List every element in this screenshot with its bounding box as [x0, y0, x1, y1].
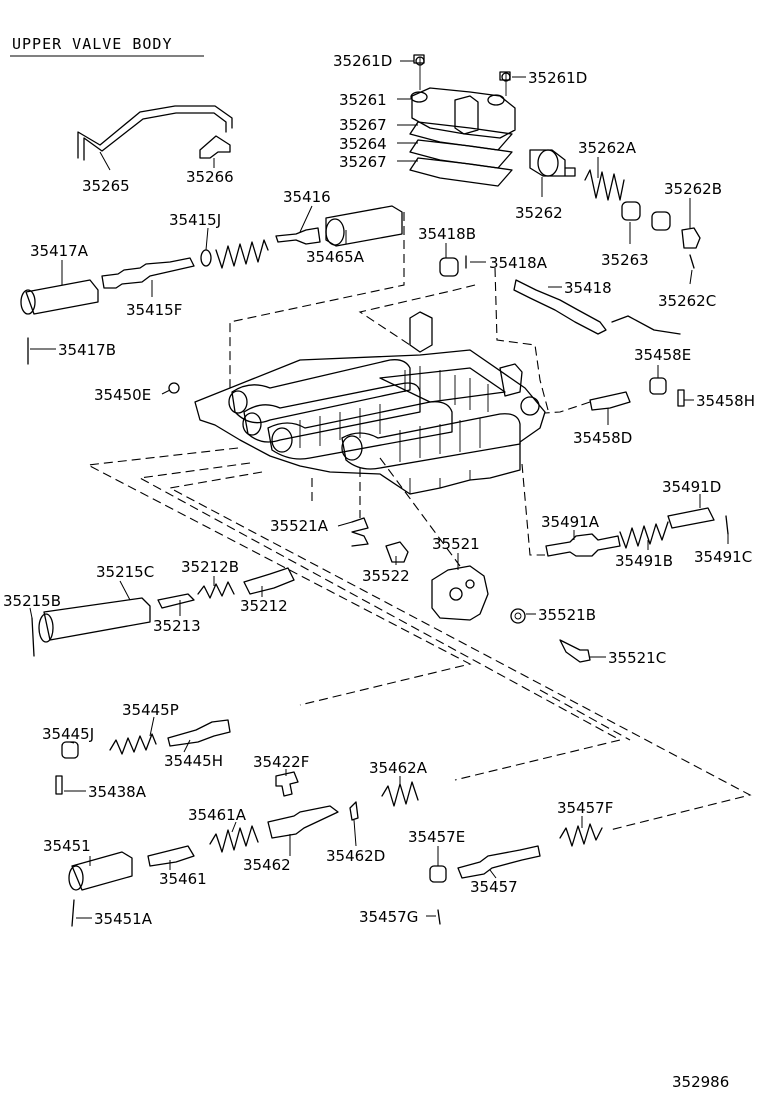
label-35213: 35213 [153, 617, 201, 635]
diagram-title: UPPER VALVE BODY [12, 35, 173, 53]
label-35418A: 35418A [489, 254, 548, 272]
label-35521A: 35521A [270, 517, 329, 535]
label-35491D: 35491D [662, 478, 721, 496]
label-35445P: 35445P [122, 701, 179, 719]
label-35418: 35418 [564, 279, 612, 297]
label-35261: 35261 [339, 91, 387, 109]
label-35215C: 35215C [96, 563, 154, 581]
label-35416: 35416 [283, 188, 331, 206]
label-35457F: 35457F [557, 799, 613, 817]
part-labels: 35261D 35261D 35261 35267 35264 35267 35… [3, 52, 755, 928]
label-35491A: 35491A [541, 513, 600, 531]
label-35266: 35266 [186, 168, 234, 186]
label-35457: 35457 [470, 878, 518, 896]
label-35267-b: 35267 [339, 153, 387, 171]
label-35457G: 35457G [359, 908, 418, 926]
assembly-lines [86, 212, 752, 831]
label-35451A: 35451A [94, 910, 153, 928]
label-35262A: 35262A [578, 139, 637, 157]
label-35262B: 35262B [664, 180, 722, 198]
label-35417B: 35417B [58, 341, 116, 359]
label-35267-a: 35267 [339, 116, 387, 134]
label-35491B: 35491B [615, 552, 673, 570]
label-35262C: 35262C [658, 292, 716, 310]
label-35462: 35462 [243, 856, 291, 874]
label-35438A: 35438A [88, 783, 147, 801]
label-35263: 35263 [601, 251, 649, 269]
label-35262: 35262 [515, 204, 563, 222]
label-35491C: 35491C [694, 548, 752, 566]
label-35450E: 35450E [94, 386, 151, 404]
label-35418B: 35418B [418, 225, 476, 243]
label-35445H: 35445H [164, 752, 223, 770]
label-35215B: 35215B [3, 592, 61, 610]
label-35417A: 35417A [30, 242, 89, 260]
label-35265: 35265 [82, 177, 130, 195]
valve-body-illustration [194, 311, 546, 495]
label-35521C: 35521C [608, 649, 666, 667]
label-35458H: 35458H [696, 392, 755, 410]
label-35457E: 35457E [408, 828, 465, 846]
plate-assembly-illustration [409, 54, 516, 187]
label-35415F: 35415F [126, 301, 182, 319]
label-35445J: 35445J [42, 725, 94, 743]
label-35261D-right: 35261D [528, 69, 587, 87]
label-35461: 35461 [159, 870, 207, 888]
label-35264: 35264 [339, 135, 387, 153]
label-35261D-top: 35261D [333, 52, 392, 70]
label-35521B: 35521B [538, 606, 596, 624]
label-35521: 35521 [432, 535, 480, 553]
label-35461A: 35461A [188, 806, 247, 824]
label-35462A: 35462A [369, 759, 428, 777]
leader-lines [29, 60, 729, 919]
diagram-code: 352986 [672, 1073, 729, 1091]
pipe-illustration [77, 105, 233, 161]
label-35451: 35451 [43, 837, 91, 855]
label-35462D: 35462D [326, 847, 385, 865]
label-35415J: 35415J [169, 211, 221, 229]
label-35422F: 35422F [253, 753, 309, 771]
label-35458E: 35458E [634, 346, 691, 364]
label-35458D: 35458D [573, 429, 632, 447]
label-35212B: 35212B [181, 558, 239, 576]
label-35212: 35212 [240, 597, 288, 615]
label-35522: 35522 [362, 567, 410, 585]
label-35465A: 35465A [306, 248, 365, 266]
